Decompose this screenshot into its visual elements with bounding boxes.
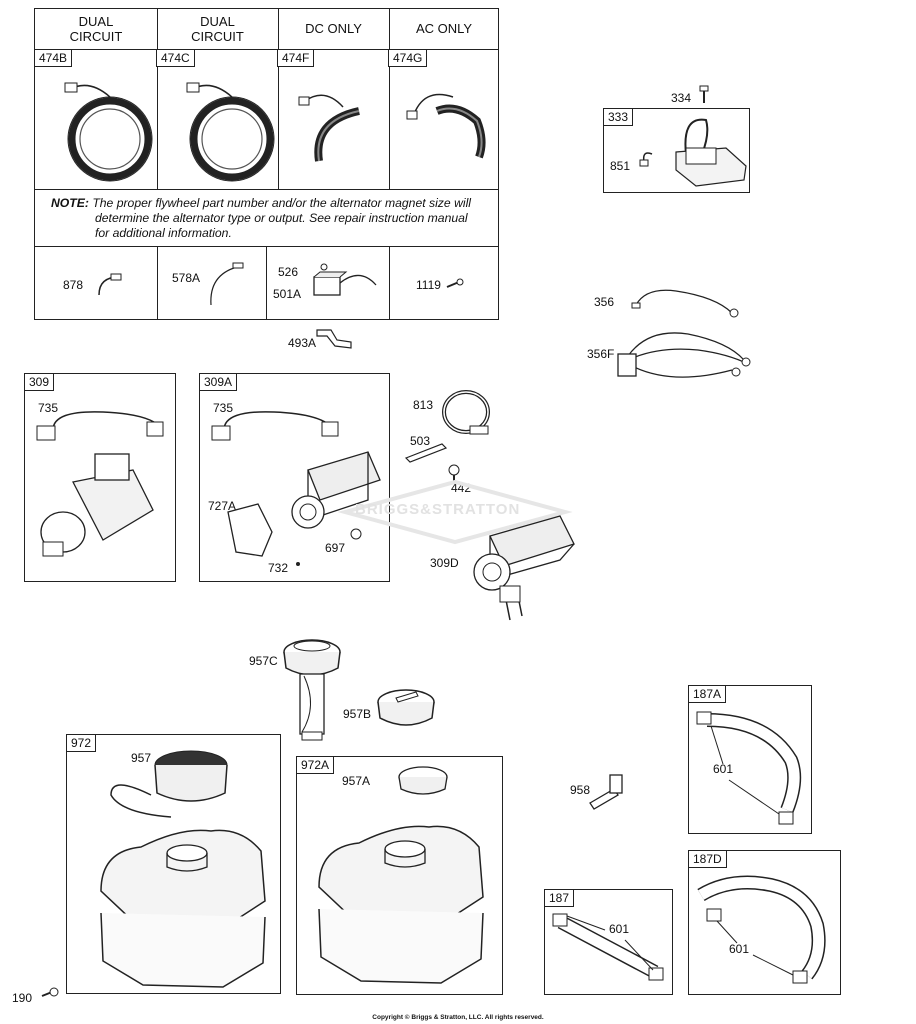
- part-label-732: 732: [268, 561, 289, 575]
- note-label: NOTE:: [51, 196, 89, 210]
- part-label-601-187A: 601: [713, 762, 734, 776]
- part-label-190: 190: [12, 991, 33, 1005]
- box-309A: 309A 735 727A 697 732: [199, 373, 390, 582]
- box-tag-333: 333: [603, 108, 634, 126]
- part-label-356: 356: [594, 295, 615, 309]
- part-label-735-309A: 735: [213, 401, 234, 415]
- fuel-cap-957B-illustration: [377, 689, 435, 726]
- rectifier-501A-illustration: [313, 263, 377, 296]
- box-333: 333 851: [603, 108, 750, 193]
- part-label-957B: 957B: [343, 707, 372, 721]
- part-tag-474C: 474C: [156, 49, 195, 67]
- part-tag-474B: 474B: [34, 49, 73, 67]
- fuel-line-187D-illustration: [697, 875, 826, 984]
- stator-474F-illustration: [298, 94, 360, 162]
- starter-motor-309A-illustration: [211, 411, 381, 566]
- bolt-190-illustration: [41, 987, 59, 997]
- wire-578A-illustration: [210, 262, 244, 306]
- box-309: 309 735: [24, 373, 176, 582]
- part-label-1119: 1119: [416, 278, 441, 292]
- box-tag-309: 309: [24, 373, 55, 391]
- fuel-tank-972A-illustration: [318, 766, 484, 984]
- part-label-503: 503: [410, 434, 431, 448]
- part-label-957C: 957C: [249, 654, 278, 668]
- watermark-text: BRIGGS&STRATTON: [355, 501, 521, 518]
- part-label-334: 334: [671, 91, 692, 105]
- box-tag-309A: 309A: [199, 373, 238, 391]
- box-tag-187A: 187A: [688, 685, 727, 703]
- part-label-601-187: 601: [609, 922, 630, 936]
- header-dual-circuit-1: DUAL CIRCUIT: [69, 14, 123, 44]
- copyright-notice: Copyright © Briggs & Stratton, LLC. All …: [372, 1014, 544, 1021]
- ignition-coil-illustration: [639, 118, 747, 187]
- wire-878-illustration: [98, 273, 122, 296]
- starter-motor-309D-illustration: [473, 515, 575, 621]
- box-972: 972 957: [66, 734, 281, 994]
- box-187: 187 601: [544, 889, 673, 995]
- part-label-813: 813: [413, 398, 434, 412]
- box-tag-972: 972: [66, 734, 97, 752]
- stator-474B-illustration: [64, 82, 153, 182]
- part-label-958: 958: [570, 783, 591, 797]
- part-label-601-187D: 601: [729, 942, 750, 956]
- wire-356F-illustration: [617, 332, 751, 378]
- bolt-442-illustration: [448, 464, 460, 481]
- fuel-cap-957C-illustration: [283, 639, 341, 741]
- fuel-tank-972-illustration: [100, 750, 266, 988]
- box-972A: 972A 957A: [296, 756, 503, 995]
- part-label-735: 735: [38, 401, 59, 415]
- wire-356-illustration: [631, 289, 739, 318]
- note-line-3: for additional information.: [95, 226, 232, 240]
- part-label-578A: 578A: [172, 271, 201, 285]
- part-label-493A: 493A: [288, 336, 317, 350]
- shim-503-illustration: [404, 443, 448, 463]
- header-dual-circuit-2: DUAL CIRCUIT: [191, 14, 244, 44]
- screw-334-illustration: [699, 85, 709, 103]
- header-dc-only: DC ONLY: [305, 21, 362, 36]
- clamp-813-illustration: [442, 390, 490, 435]
- part-label-727A: 727A: [208, 499, 237, 513]
- part-label-309D: 309D: [430, 556, 459, 570]
- screw-1119-illustration: [446, 278, 464, 288]
- header-ac-only: AC ONLY: [415, 21, 473, 36]
- part-tag-474G: 474G: [388, 49, 428, 67]
- bracket-493A-illustration: [316, 329, 352, 349]
- note-line-1: The proper flywheel part number and/or t…: [92, 196, 471, 210]
- box-tag-187: 187: [544, 889, 575, 907]
- note-line-2: determine the alternator type or output.…: [95, 211, 468, 225]
- note-block: NOTE: The proper flywheel part number an…: [51, 196, 491, 241]
- fuel-line-187-illustration: [552, 913, 664, 981]
- part-label-501A: 501A: [273, 287, 302, 301]
- box-187A: 187A 601: [688, 685, 812, 834]
- brand-watermark: BRIGGS&STRATTON: [335, 478, 575, 546]
- fuel-valve-958-illustration: [589, 774, 623, 810]
- alternator-table: DUAL CIRCUIT DUAL CIRCUIT DC ONLY AC ONL…: [34, 8, 499, 320]
- part-label-851: 851: [610, 159, 631, 173]
- part-tag-474F: 474F: [277, 49, 315, 67]
- part-label-957A: 957A: [342, 774, 371, 788]
- part-label-697: 697: [325, 541, 346, 555]
- stator-474G-illustration: [406, 93, 486, 159]
- part-label-957: 957: [131, 751, 152, 765]
- box-tag-972A: 972A: [296, 756, 335, 774]
- part-label-878: 878: [63, 278, 84, 292]
- part-label-526: 526: [278, 265, 299, 279]
- stator-474C-illustration: [186, 82, 275, 182]
- fuel-line-187A-illustration: [696, 711, 802, 825]
- box-187D: 187D 601: [688, 850, 841, 995]
- part-label-356F: 356F: [587, 347, 615, 361]
- starter-motor-309-illustration: [36, 411, 164, 557]
- box-tag-187D: 187D: [688, 850, 727, 868]
